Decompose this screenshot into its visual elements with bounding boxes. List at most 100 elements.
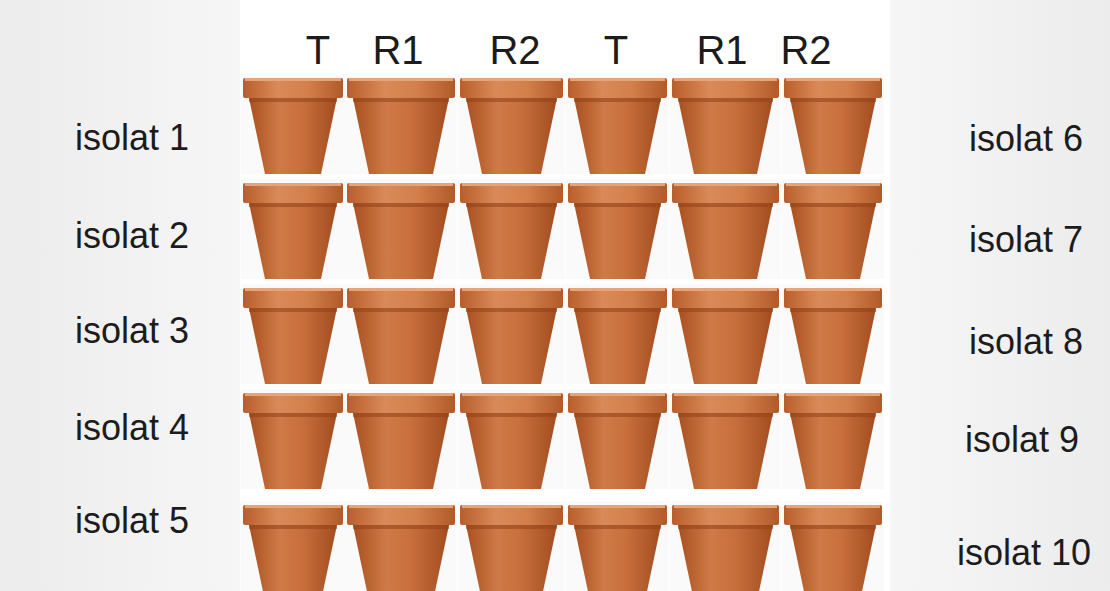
pot-rim-shadow (574, 98, 661, 102)
pot-backdrop (670, 179, 781, 279)
pot-body (790, 413, 876, 489)
pot-rim-highlight (245, 505, 341, 508)
flower-pot (241, 389, 345, 489)
pot-backdrop (670, 74, 781, 174)
pot-rim-highlight (245, 78, 341, 81)
pot-rim (784, 183, 882, 203)
pot-rim-highlight (570, 393, 665, 396)
pot-rim (347, 505, 455, 525)
pot-backdrop (241, 284, 345, 384)
pot-rim-shadow (466, 98, 557, 102)
pot-rim-highlight (245, 183, 341, 186)
pot-body (249, 525, 337, 591)
flower-pot (241, 74, 345, 174)
flower-pot (345, 284, 457, 384)
pot-rim-highlight (674, 183, 777, 186)
flower-pot (670, 389, 781, 489)
pot-rim-highlight (674, 393, 777, 396)
pot-body (353, 203, 449, 279)
pot-rim-shadow (466, 308, 557, 312)
pot-rim (460, 505, 563, 525)
column-header: R2 (489, 30, 540, 70)
pot-body (574, 413, 661, 489)
pot-rim (460, 393, 563, 413)
pot-backdrop (782, 389, 884, 489)
pot-rim-highlight (786, 505, 880, 508)
pot-body (353, 525, 449, 591)
pot-body (678, 98, 773, 174)
pot-body (249, 98, 337, 174)
pot-rim-shadow (678, 203, 773, 207)
flower-pot (241, 179, 345, 279)
pot-rim-highlight (349, 183, 453, 186)
pot-rim (568, 393, 667, 413)
pot-rim-highlight (349, 393, 453, 396)
flower-pot (458, 389, 565, 489)
column-header: R2 (780, 30, 831, 70)
pot-backdrop (566, 389, 669, 489)
pot-rim (784, 288, 882, 308)
pot-backdrop (458, 501, 565, 591)
pot-rim-shadow (790, 525, 876, 529)
pot-rim-shadow (466, 413, 557, 417)
pot-rim-highlight (674, 288, 777, 291)
pot-rim (347, 78, 455, 98)
pot-rim (784, 78, 882, 98)
isolate-label: isolat 10 (957, 535, 1091, 571)
pot-body (790, 308, 876, 384)
pot-rim (672, 78, 779, 98)
isolate-label: isolat 6 (969, 121, 1083, 157)
pot-body (678, 525, 773, 591)
pot-rim-shadow (790, 98, 876, 102)
flower-pot (345, 501, 457, 591)
pot-body (466, 98, 557, 174)
pot-rim-highlight (349, 505, 453, 508)
flower-pot (670, 74, 781, 174)
pot-rim-highlight (674, 78, 777, 81)
flower-pot (670, 501, 781, 591)
flower-pot (458, 284, 565, 384)
isolate-label: isolat 1 (75, 120, 189, 156)
pot-rim (672, 505, 779, 525)
pot-body (249, 308, 337, 384)
flower-pot (782, 389, 884, 489)
pot-backdrop (782, 284, 884, 384)
pot-rim-highlight (462, 78, 561, 81)
pot-rim (243, 288, 343, 308)
flower-pot (458, 179, 565, 279)
pot-rim-highlight (570, 78, 665, 81)
pot-rim (784, 393, 882, 413)
flower-pot (566, 501, 669, 591)
pot-rim-highlight (570, 505, 665, 508)
side-panel (890, 0, 1110, 591)
pot-rim (460, 288, 563, 308)
pot-rim-shadow (353, 203, 449, 207)
column-header: T (306, 30, 330, 70)
flower-pot (566, 389, 669, 489)
flower-pot (345, 389, 457, 489)
pot-rim-shadow (353, 525, 449, 529)
pot-backdrop (458, 179, 565, 279)
pot-backdrop (566, 179, 669, 279)
pot-rim-shadow (249, 413, 337, 417)
pot-body (249, 413, 337, 489)
pot-rim-highlight (570, 288, 665, 291)
pot-rim-shadow (678, 308, 773, 312)
pot-rim (347, 393, 455, 413)
pot-body (353, 308, 449, 384)
pot-rim (243, 505, 343, 525)
flower-pot (241, 284, 345, 384)
pot-rim (243, 183, 343, 203)
pot-rim (568, 505, 667, 525)
pot-body (466, 525, 557, 591)
pot-rim (347, 183, 455, 203)
pot-rim (568, 288, 667, 308)
flower-pot (670, 179, 781, 279)
pot-backdrop (345, 74, 457, 174)
pot-backdrop (782, 74, 884, 174)
pot-body (249, 203, 337, 279)
pot-rim-highlight (349, 78, 453, 81)
pot-body (678, 203, 773, 279)
pot-backdrop (782, 179, 884, 279)
pot-body (678, 308, 773, 384)
